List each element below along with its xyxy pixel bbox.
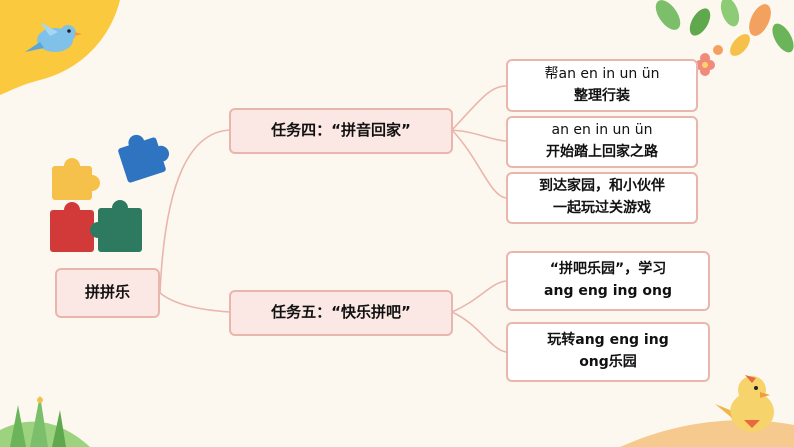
leaf-node-1: 帮an en in un ün 整理行装	[506, 59, 698, 112]
grass-decoration	[0, 395, 90, 447]
task-5-label: 任务五：“快乐拼吧”	[271, 303, 411, 322]
leaf-node-4: “拼吧乐园”，学习 ang eng ing ong	[506, 251, 710, 311]
flower-icon	[695, 53, 715, 76]
chick-icon	[715, 375, 774, 432]
leaf-4-line1: “拼吧乐园”，学习	[549, 261, 667, 278]
leaf-1-line2: 整理行装	[574, 87, 630, 104]
connector-task4-leaf3	[451, 129, 507, 199]
leaf-2-line2: 开始踏上回家之路	[546, 144, 658, 160]
puzzle-pieces-icon	[50, 134, 170, 252]
connector-root-task4	[159, 129, 231, 294]
leaf-5-line1: 玩转ang eng ing	[547, 332, 669, 349]
leaf-3-line1: 到达家园，和小伙伴	[539, 178, 665, 195]
connector-task5-leaf4	[451, 280, 507, 313]
connector-task4-leaf2	[451, 129, 507, 142]
task-4-label: 任务四：“拼音回家”	[271, 121, 411, 140]
connector-task5-leaf5	[451, 311, 507, 353]
leaf-4-line2: ang eng ing ong	[544, 283, 672, 299]
leaf-node-5: 玩转ang eng ing ong乐园	[506, 322, 710, 382]
connector-task4-leaf1	[451, 85, 507, 131]
bird-icon	[25, 22, 82, 52]
task-node-5: 任务五：“快乐拼吧”	[229, 290, 453, 336]
task-node-4: 任务四：“拼音回家”	[229, 108, 453, 154]
leaf-5-line2: ong乐园	[579, 354, 637, 370]
leaf-node-2: an en in un ün 开始踏上回家之路	[506, 116, 698, 168]
leaves-decoration	[655, 0, 794, 56]
root-label: 拼拼乐	[84, 283, 130, 302]
root-node: 拼拼乐	[55, 268, 160, 318]
leaf-1-line1: 帮an en in un ün	[544, 65, 660, 82]
leaf-2-line1: an en in un ün	[551, 122, 653, 139]
connector-root-task5	[159, 292, 231, 313]
leaf-3-line2: 一起玩过关游戏	[553, 200, 651, 216]
leaf-node-3: 到达家园，和小伙伴 一起玩过关游戏	[506, 172, 698, 224]
